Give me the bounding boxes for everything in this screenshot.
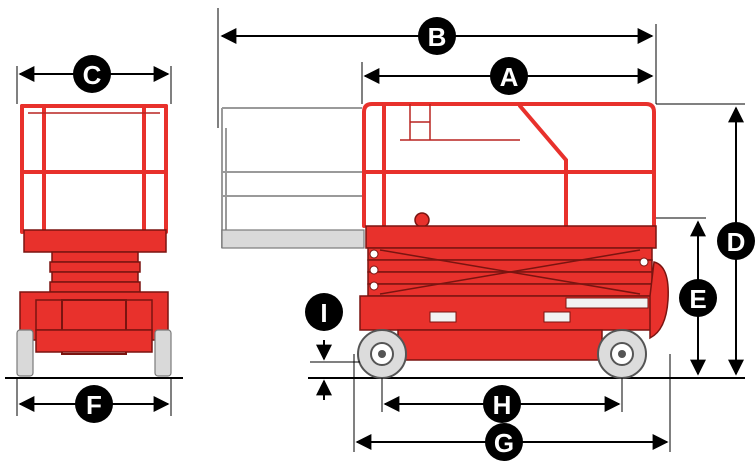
rear-bumper: [649, 261, 669, 340]
side-base: [397, 329, 603, 361]
dimension-badge-b: B: [418, 17, 456, 55]
side-platform-deck: [365, 225, 657, 249]
dimension-label-g: G: [494, 428, 514, 458]
dimension-badge-f: F: [75, 385, 113, 423]
front-pothole-guard: [61, 299, 127, 355]
dimension-badges: B A C D E F H G: [73, 17, 755, 461]
dimension-label-i: I: [320, 298, 327, 328]
front-scissor-stack: [49, 251, 141, 293]
front-guardrail: [20, 104, 168, 234]
dimension-label-a: A: [500, 62, 519, 92]
chassis-window-left: [429, 311, 457, 323]
front-platform-deck: [23, 229, 167, 253]
front-right-wheel: [154, 329, 172, 377]
chassis-window-right: [543, 311, 571, 323]
dimension-label-c: C: [83, 60, 102, 90]
dimension-badge-d: D: [717, 222, 755, 260]
dimension-label-d: D: [727, 227, 746, 257]
side-view: [221, 102, 745, 379]
dimension-label-f: F: [86, 390, 102, 420]
dimension-badge-e: E: [679, 279, 717, 317]
dimension-badge-g: G: [485, 423, 523, 461]
side-scissor-stack: [367, 247, 653, 297]
dimension-badge-h: H: [483, 385, 521, 423]
chassis-label-plate: [565, 297, 649, 309]
dimension-badge-a: A: [490, 57, 528, 95]
front-base: [35, 329, 153, 353]
dimension-label-e: E: [689, 284, 706, 314]
front-left-wheel: [16, 329, 34, 377]
front-chassis-panel: [35, 299, 153, 331]
front-view: [5, 104, 183, 379]
dimension-badge-i: I: [305, 293, 343, 331]
rear-wheel-side: [597, 329, 647, 379]
side-guardrail: [362, 102, 656, 228]
dimension-label-h: H: [493, 390, 512, 420]
front-wheel-side: [357, 329, 407, 379]
dimension-badge-c: C: [73, 55, 111, 93]
dimension-label-b: B: [428, 22, 447, 52]
extension-deck: [221, 107, 365, 249]
